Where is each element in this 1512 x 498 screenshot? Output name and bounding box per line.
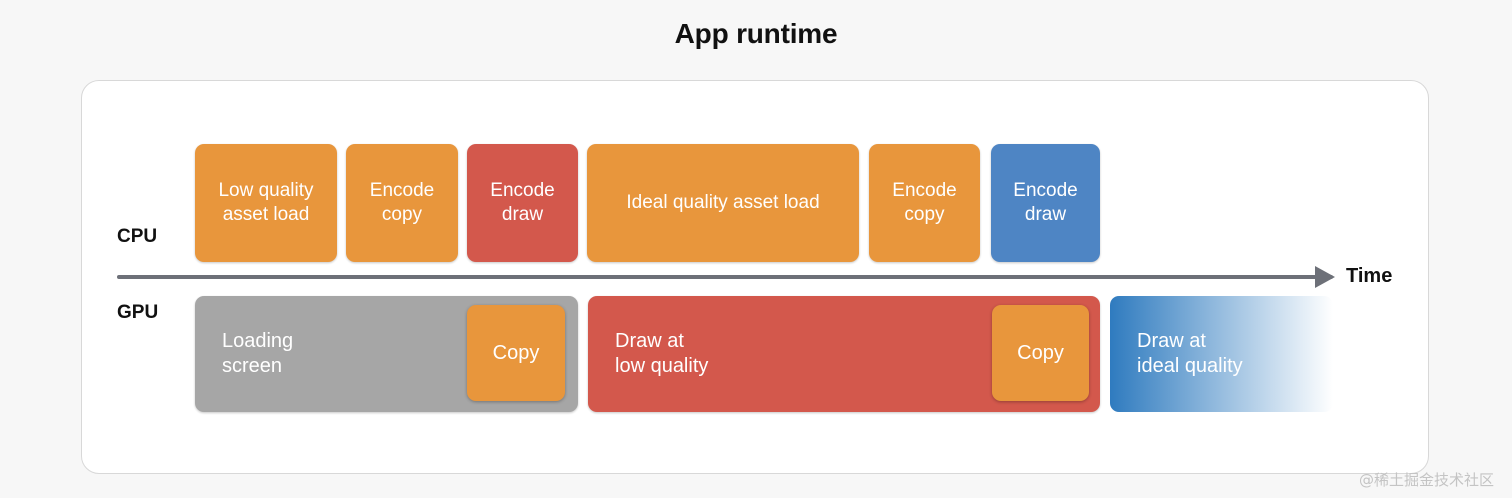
cpu-block-label: Ideal quality asset load <box>626 192 820 214</box>
watermark: @稀土掘金技术社区 <box>1358 471 1494 489</box>
time-axis-label: Time <box>1346 265 1393 287</box>
row-label-gpu: GPU <box>117 302 159 323</box>
cpu-block-ideal-quality-asset-load: Ideal quality asset load <box>587 144 859 262</box>
time-axis-line <box>117 275 1333 279</box>
arrow-right-icon <box>1315 266 1335 288</box>
row-label-cpu: CPU <box>117 226 158 247</box>
page-title: App runtime <box>674 18 838 49</box>
gpu-nested-copy-1: Copy <box>467 305 565 401</box>
gpu-nested-copy-2: Copy <box>992 305 1089 401</box>
